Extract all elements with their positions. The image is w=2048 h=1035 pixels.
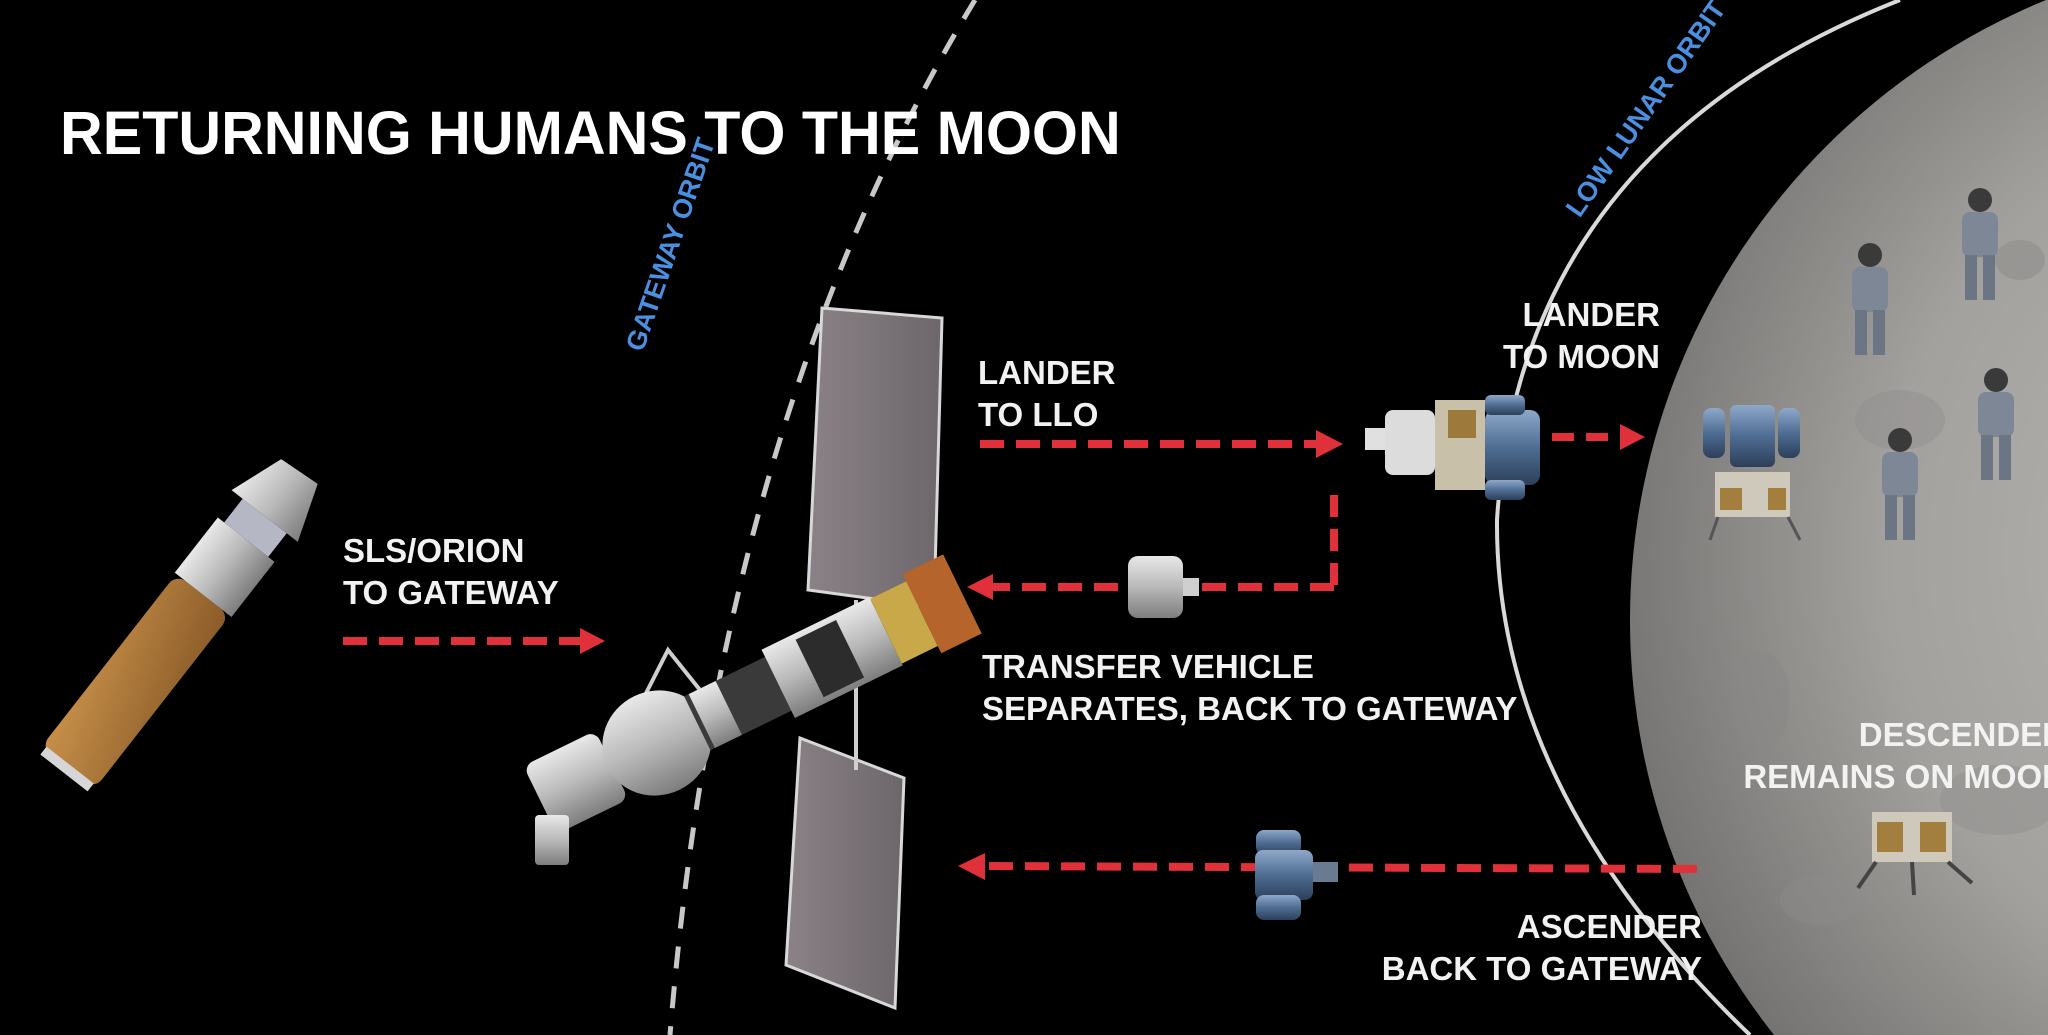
astronaut-icon bbox=[1978, 368, 2014, 480]
astronaut-icon bbox=[1962, 188, 1998, 300]
transfer-vehicle-icon bbox=[1128, 556, 1199, 618]
lander-icon bbox=[1365, 395, 1540, 500]
astronaut-icon bbox=[1882, 428, 1918, 540]
arrow-sls-to-gateway bbox=[343, 628, 605, 654]
arrow-lander-to-moon bbox=[1552, 424, 1645, 450]
arrow-lander-to-llo bbox=[980, 430, 1343, 458]
lander-on-moon-icon bbox=[1703, 405, 1802, 541]
ascender-icon bbox=[1255, 830, 1338, 920]
descender-label: DESCENDER REMAINS ON MOON bbox=[1743, 716, 2048, 795]
sls-orion-label: SLS/ORION TO GATEWAY bbox=[343, 532, 559, 611]
lander-to-llo-label: LANDER TO LLO bbox=[978, 354, 1116, 433]
transfer-vehicle-label: TRANSFER VEHICLE SEPARATES, BACK TO GATE… bbox=[982, 648, 1518, 727]
ascender-label: ASCENDER BACK TO GATEWAY bbox=[1381, 908, 1702, 987]
sls-rocket-icon bbox=[40, 459, 318, 792]
descender-icon bbox=[1856, 812, 1974, 896]
arrow-transfer-back-to-gateway bbox=[967, 495, 1338, 600]
astronaut-icon bbox=[1852, 243, 1888, 355]
lander-to-moon-label: LANDER TO MOON bbox=[1502, 296, 1660, 375]
gateway-station-icon bbox=[526, 306, 982, 1011]
arrow-ascender-back-to-gateway bbox=[958, 853, 1698, 880]
moon bbox=[1630, 0, 2048, 1035]
page-title: RETURNING HUMANS TO THE MOON bbox=[60, 99, 1121, 167]
